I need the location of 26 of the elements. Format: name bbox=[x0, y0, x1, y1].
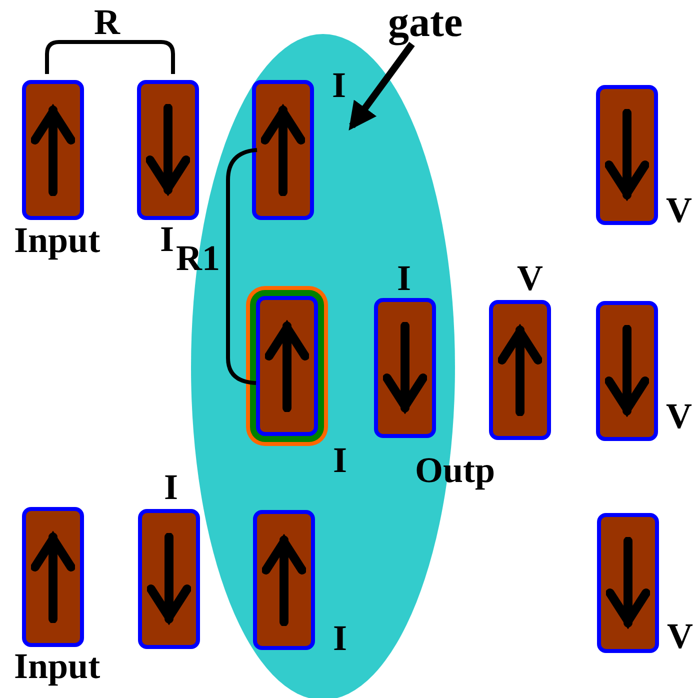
cell-label: I bbox=[164, 469, 178, 505]
cell-label: I bbox=[160, 221, 174, 257]
spin-cell bbox=[252, 80, 314, 220]
spin-cell bbox=[138, 509, 200, 649]
spin-cell bbox=[597, 513, 659, 653]
bracket-label: R bbox=[94, 4, 120, 40]
spin-cell bbox=[253, 510, 315, 650]
spin-cell bbox=[22, 80, 84, 220]
cell-label: V bbox=[667, 618, 693, 654]
cell-label: I bbox=[397, 260, 412, 296]
cell-label: V bbox=[517, 260, 543, 296]
spin-cell bbox=[137, 80, 199, 220]
cell-label: V bbox=[666, 398, 692, 434]
spin-cell bbox=[596, 301, 658, 441]
spin-cell bbox=[374, 298, 436, 438]
cell-label: I bbox=[333, 442, 348, 478]
leader-arrow bbox=[348, 42, 415, 131]
spin-cell bbox=[22, 507, 84, 647]
gate-label: gate bbox=[388, 2, 463, 44]
cell-label: V bbox=[666, 192, 692, 228]
spin-cell bbox=[596, 85, 658, 225]
cell-label: I bbox=[332, 67, 346, 103]
cell-label: Input bbox=[14, 648, 100, 684]
cell-label: Input bbox=[14, 222, 100, 258]
cell-label: I bbox=[333, 620, 348, 656]
spin-cell bbox=[489, 300, 551, 440]
